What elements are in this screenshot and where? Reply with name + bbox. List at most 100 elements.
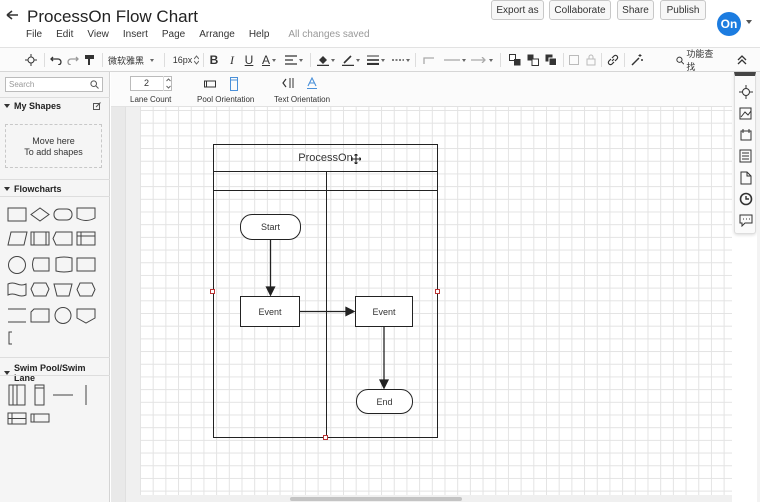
collaborate-button[interactable]: Collaborate xyxy=(549,0,611,20)
page-setup-icon[interactable] xyxy=(739,128,753,142)
pool-vertical-icon[interactable] xyxy=(230,77,238,91)
document-title[interactable]: ProcessOn Flow Chart xyxy=(27,7,198,26)
end-arrow-select[interactable] xyxy=(470,52,494,68)
menu-view[interactable]: View xyxy=(87,29,109,40)
history-icon[interactable] xyxy=(739,192,753,206)
toolbar-divider xyxy=(500,53,501,67)
group-icon[interactable] xyxy=(544,52,558,68)
send-back-icon[interactable] xyxy=(526,52,540,68)
menu-page[interactable]: Page xyxy=(161,29,186,40)
menu-file[interactable]: File xyxy=(26,29,43,40)
menu-insert[interactable]: Insert xyxy=(122,29,148,40)
crosshair-icon[interactable] xyxy=(739,85,753,99)
vertical-ruler xyxy=(111,107,126,502)
collapse-toolbar-icon[interactable] xyxy=(736,52,748,68)
menu-edit[interactable]: Edit xyxy=(56,29,74,40)
line-weight-button[interactable] xyxy=(366,52,386,68)
shape-search-input[interactable]: Search xyxy=(5,77,103,92)
flowchart-shapes-grid[interactable] xyxy=(6,206,98,346)
resize-handle-left[interactable] xyxy=(210,289,215,294)
flowcharts-header[interactable]: Flowcharts xyxy=(4,184,62,194)
toolbar-divider xyxy=(164,53,165,67)
align-icon[interactable] xyxy=(568,52,580,68)
lane-header-row[interactable] xyxy=(214,172,437,191)
swimlane-shapes-grid[interactable] xyxy=(6,384,98,430)
redo-icon[interactable] xyxy=(67,52,79,68)
data-properties-icon[interactable] xyxy=(739,149,753,163)
resize-handle-bottom[interactable] xyxy=(323,435,328,440)
chevron-down-icon xyxy=(356,58,360,62)
user-avatar-logo[interactable]: On xyxy=(717,12,741,36)
chevron-down-icon xyxy=(4,371,10,375)
line-color-button[interactable] xyxy=(341,52,361,68)
underline-button[interactable]: U xyxy=(244,53,254,67)
dropzone-text-2: To add shapes xyxy=(24,147,83,157)
sidebar-divider xyxy=(0,357,110,358)
font-family-select[interactable]: 微软雅黑 xyxy=(108,52,158,68)
vertical-scrollbar[interactable] xyxy=(757,72,760,502)
begin-arrow-select[interactable] xyxy=(443,52,467,68)
chevron-down-icon xyxy=(489,58,493,62)
comment-icon[interactable] xyxy=(739,213,753,227)
chevron-down-icon[interactable] xyxy=(746,20,752,24)
bold-button[interactable]: B xyxy=(209,53,219,67)
formatting-toolbar: 微软雅黑 16px B I U A xyxy=(0,47,760,72)
brush-icon[interactable] xyxy=(84,52,96,68)
font-size-value: 16px xyxy=(172,55,193,65)
publish-button[interactable]: Publish xyxy=(660,0,706,20)
connector-type-icon[interactable] xyxy=(421,52,437,68)
chevron-down-icon xyxy=(4,187,10,191)
dropzone-text-1: Move here xyxy=(32,136,75,146)
toolbar-divider xyxy=(102,53,103,67)
font-size-stepper[interactable]: 16px xyxy=(171,52,201,68)
lane-divider[interactable] xyxy=(326,172,328,437)
fill-color-button[interactable] xyxy=(316,52,336,68)
lane-count-input[interactable]: 2 xyxy=(130,76,172,91)
text-vertical-icon[interactable] xyxy=(307,77,317,89)
italic-button[interactable]: I xyxy=(230,52,234,67)
my-shapes-title: My Shapes xyxy=(14,101,62,111)
font-family-value: 微软雅黑 xyxy=(108,55,145,66)
event-node-1[interactable]: Event xyxy=(240,296,300,327)
text-align-button[interactable] xyxy=(284,52,304,68)
resize-handle-right[interactable] xyxy=(435,289,440,294)
lane-count-spinner[interactable] xyxy=(163,76,172,91)
horizontal-scrollbar[interactable] xyxy=(290,497,462,501)
search-placeholder: Search xyxy=(9,80,35,89)
text-orientation-label[interactable]: Text Orientation xyxy=(274,95,331,104)
swimlane-header[interactable]: Swim Pool/Swim Lane xyxy=(4,363,109,383)
link-icon[interactable] xyxy=(606,52,620,68)
chevron-down-icon xyxy=(299,58,303,62)
format-painter-icon[interactable] xyxy=(24,52,38,68)
my-shapes-header[interactable]: My Shapes xyxy=(4,101,61,111)
font-color-button[interactable]: A xyxy=(260,52,278,68)
my-shapes-dropzone[interactable]: Move here To add shapes xyxy=(5,124,102,168)
search-icon[interactable] xyxy=(90,80,99,89)
pool-title[interactable]: ProcessOn xyxy=(214,145,437,172)
line-style-button[interactable] xyxy=(391,52,411,68)
chevron-down-icon xyxy=(272,58,276,62)
pool-orientation-icon[interactable] xyxy=(204,79,216,89)
style-image-icon[interactable] xyxy=(739,107,753,121)
end-node[interactable]: End xyxy=(356,389,413,414)
menu-help[interactable]: Help xyxy=(248,29,270,40)
undo-icon[interactable] xyxy=(50,52,62,68)
chevron-down-icon xyxy=(381,58,385,62)
share-button[interactable]: Share xyxy=(617,0,654,20)
chevron-down-icon xyxy=(150,58,155,62)
feature-search-button[interactable]: 功能查找 xyxy=(676,49,720,72)
text-horizontal-icon[interactable] xyxy=(282,78,294,88)
file-icon[interactable] xyxy=(739,171,753,185)
edit-icon[interactable] xyxy=(93,102,101,110)
export-button[interactable]: Export as xyxy=(491,0,544,20)
bring-front-icon[interactable] xyxy=(508,52,522,68)
pool-orientation-label[interactable]: Pool Orientation xyxy=(197,95,255,104)
event-node-2[interactable]: Event xyxy=(355,296,413,327)
toolbar-divider xyxy=(415,53,416,67)
lock-icon[interactable] xyxy=(585,52,597,68)
magic-wand-icon[interactable] xyxy=(630,52,644,68)
start-node[interactable]: Start xyxy=(240,214,301,240)
back-arrow-icon[interactable] xyxy=(5,8,21,24)
search-icon xyxy=(676,56,685,65)
menu-arrange[interactable]: Arrange xyxy=(199,29,235,40)
